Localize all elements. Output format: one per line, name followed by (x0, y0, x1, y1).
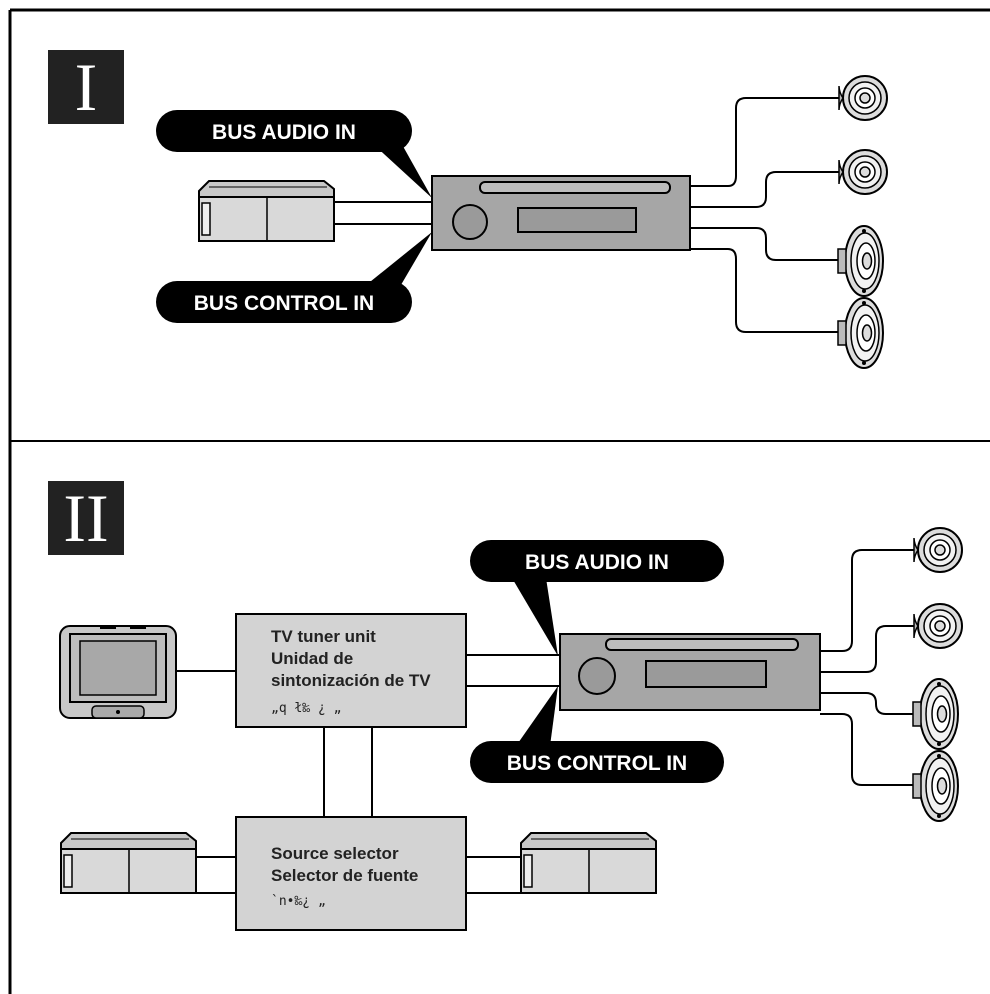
section-1-cd-changer (198, 180, 335, 242)
tv-tuner-label-jp: „q ł‰ ¿ „ (271, 701, 341, 716)
section-1-speaker-2 (838, 149, 888, 195)
section-1-numeral: I (75, 49, 98, 125)
section-2-speaker-2 (913, 603, 963, 649)
section-2-numeral: II (63, 480, 108, 556)
section-2-speaker-3 (912, 678, 959, 750)
tv-tuner-label-en: TV tuner unit (271, 627, 376, 646)
svg-text:BUS CONTROL IN: BUS CONTROL IN (194, 292, 374, 315)
section-1-speaker-4 (837, 297, 884, 369)
section-2-head-unit (559, 633, 821, 711)
tv-tuner-label-es-2: sintonización de TV (271, 671, 431, 690)
section-2-bus-audio-label: BUS AUDIO IN (470, 540, 724, 656)
source-selector-box: Source selector Selector de fuente `n•‰¿… (235, 816, 467, 931)
section-1-bus-control-label: BUS CONTROL IN (156, 232, 432, 323)
section-2-speaker-1 (913, 527, 963, 573)
section-2-cd-changer-right (520, 832, 657, 894)
section-2-numeral-box (48, 481, 124, 555)
section-2-bus-control-label: BUS CONTROL IN (470, 686, 724, 783)
section-1-head-unit (431, 175, 691, 251)
source-selector-label-es: Selector de fuente (271, 866, 418, 885)
tv-tuner-box: TV tuner unit Unidad de sintonización de… (235, 613, 467, 728)
section-1-bus-audio-label: BUS AUDIO IN (156, 110, 432, 198)
section-1-speaker-3 (837, 225, 884, 297)
tv-tuner-label-es-1: Unidad de (271, 649, 353, 668)
section-2-speaker-4 (912, 750, 959, 822)
section-2-wires (176, 549, 918, 894)
source-selector-label-en: Source selector (271, 844, 399, 863)
source-selector-label-jp: `n•‰¿ „ (271, 894, 326, 909)
section-2-cd-changer-left (60, 832, 197, 894)
section-1-numeral-box (48, 50, 124, 124)
section-2-tv-monitor (59, 625, 177, 719)
section-1-speaker-1 (838, 75, 888, 121)
section-2: II (48, 480, 963, 931)
svg-text:BUS AUDIO IN: BUS AUDIO IN (525, 551, 669, 574)
svg-text:BUS CONTROL IN: BUS CONTROL IN (507, 752, 687, 775)
outer-frame (8, 8, 990, 994)
section-1-wires (335, 97, 842, 333)
svg-text:BUS AUDIO IN: BUS AUDIO IN (212, 121, 356, 144)
section-1: I BUS AUDIO (48, 49, 888, 369)
